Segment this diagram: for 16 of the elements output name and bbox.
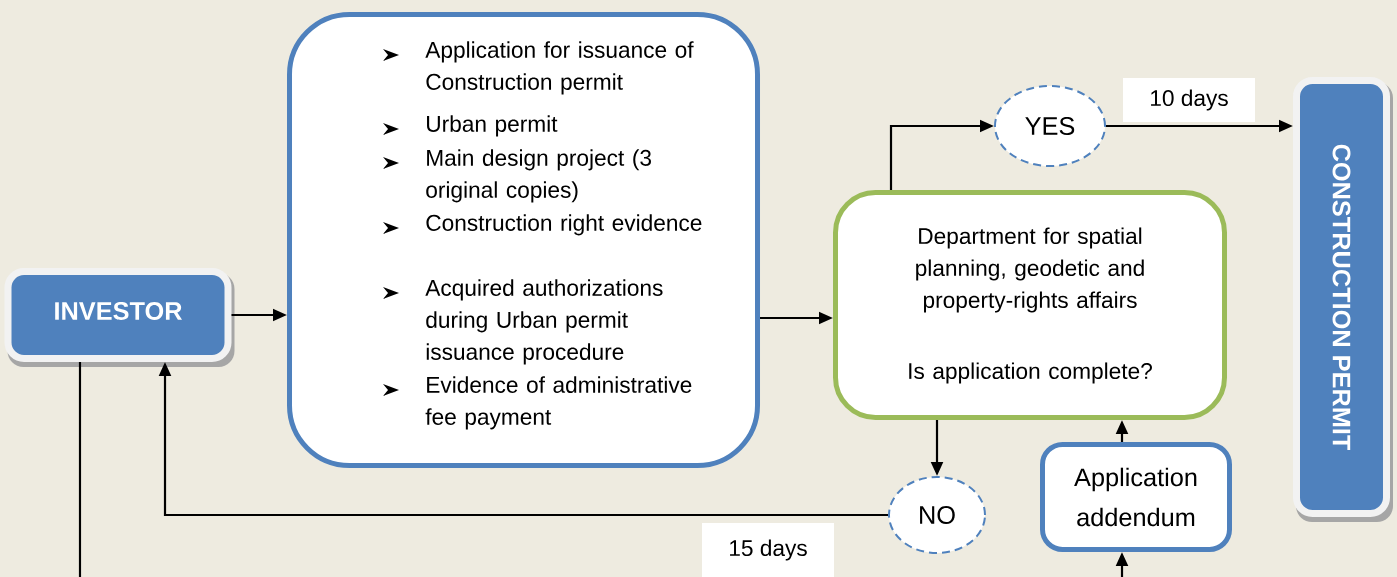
actor-box: INVESTOR (4, 268, 235, 367)
document-list-box (287, 12, 760, 468)
duration-label: 15 days (702, 523, 834, 577)
result-box: CONSTRUCTION PERMIT (1293, 77, 1393, 522)
list-item: Main design project (3 original copies) (426, 149, 651, 203)
process-box (1040, 442, 1232, 552)
box-text: Application addendum (1074, 467, 1197, 527)
list-item: Evidence of administrative fee payment (425, 376, 692, 430)
box-text: Department for spatial planning, geodetic and property-rights affairs (916, 227, 1144, 313)
process-box (833, 190, 1227, 420)
list-item: Urban permit (427, 115, 558, 137)
list-item: Construction right evidence (426, 214, 702, 236)
box-text: Is application complete? (909, 362, 1152, 384)
edge-label: 10 days (1123, 78, 1255, 122)
list-item: Application for issuance of Construction permit (425, 41, 694, 95)
list-item: Acquired authorizations during Urban permit issuance procedure (425, 279, 663, 365)
